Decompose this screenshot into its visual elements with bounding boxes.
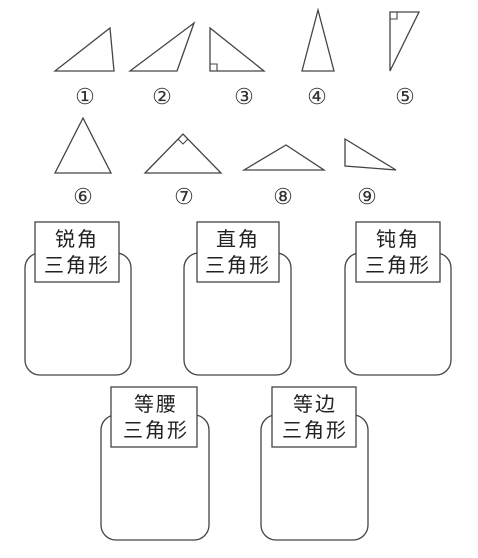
triangle-5[interactable]: [389, 11, 421, 72]
pocket-acute[interactable]: 锐角 三角形: [24, 221, 132, 376]
triangle-4-label: ④: [307, 85, 327, 110]
triangle-9-label: ⑨: [357, 185, 377, 210]
pocket-acute-label-2: 三角形: [44, 253, 110, 277]
triangle-3[interactable]: [209, 26, 266, 72]
pocket-isosceles-label-2: 三角形: [123, 418, 189, 442]
pocket-right-label-2: 三角形: [205, 253, 271, 277]
triangle-6-label: ⑥: [73, 185, 93, 210]
pocket-isosceles-label-1: 等腰: [134, 392, 178, 416]
triangle-2[interactable]: [128, 21, 196, 72]
pocket-obtuse-label-1: 钝角: [376, 227, 420, 251]
triangle-1-label: ①: [75, 85, 95, 110]
triangle-7-label: ⑦: [174, 185, 194, 210]
triangle-9[interactable]: [344, 137, 397, 171]
triangle-5-label: ⑤: [395, 85, 415, 110]
pocket-equilateral-label-1: 等边: [293, 392, 337, 416]
triangle-4[interactable]: [301, 7, 335, 72]
pocket-equilateral-label-2: 三角形: [282, 418, 348, 442]
triangle-3-label: ③: [234, 85, 254, 110]
pocket-isosceles[interactable]: 等腰 三角形: [100, 386, 210, 541]
triangle-8[interactable]: [241, 144, 327, 171]
pocket-acute-label-1: 锐角: [55, 227, 99, 251]
pocket-right[interactable]: 直角 三角形: [183, 221, 292, 376]
pocket-right-label-1: 直角: [216, 227, 260, 251]
triangle-2-label: ②: [152, 85, 172, 110]
triangle-1[interactable]: [53, 26, 115, 72]
triangle-8-label: ⑧: [273, 185, 293, 210]
pocket-obtuse[interactable]: 钝角 三角形: [344, 221, 452, 376]
triangle-6[interactable]: [53, 116, 113, 174]
triangle-7[interactable]: [143, 133, 223, 174]
pocket-equilateral[interactable]: 等边 三角形: [260, 386, 369, 541]
pocket-obtuse-label-2: 三角形: [365, 253, 431, 277]
